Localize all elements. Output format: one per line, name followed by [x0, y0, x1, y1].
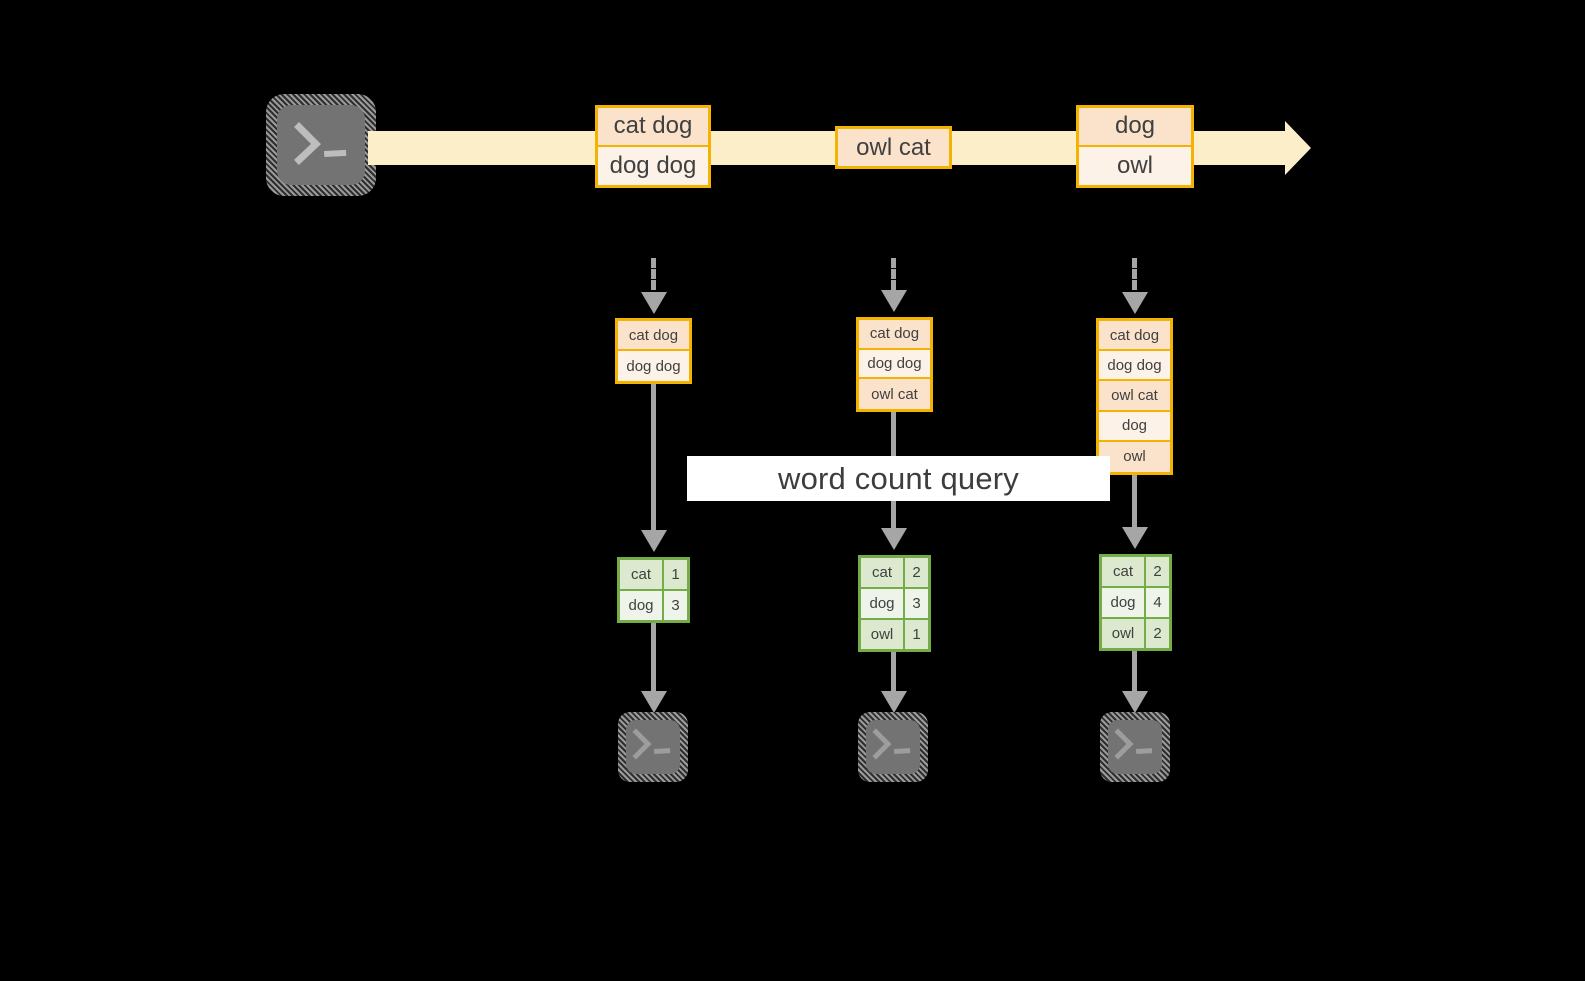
snapshot-3-sink-terminal-icon	[1100, 712, 1170, 782]
snapshot-1-sink-terminal-icon	[618, 712, 688, 782]
snapshot-1-sink-line	[651, 623, 656, 691]
result-word: cat	[861, 558, 905, 587]
terminal-face	[866, 720, 920, 774]
terminal-face	[277, 105, 365, 185]
record-line: cat dog	[598, 108, 708, 147]
result-word: owl	[861, 620, 905, 649]
snapshot-1-dashed-line	[651, 258, 656, 290]
table-row: cat 2	[1102, 557, 1169, 588]
table-row: cat 1	[620, 560, 687, 591]
snapshot-1-query-line	[651, 384, 656, 530]
snapshot-1-buffer: cat dog dog dog	[615, 318, 692, 384]
snapshot-2-buffer: cat dog dog dog owl cat	[856, 317, 933, 412]
snapshot-1-result-table: cat 1 dog 3	[617, 557, 690, 623]
record-line: owl cat	[838, 129, 949, 166]
snapshot-3-query-arrow-head	[1122, 527, 1148, 549]
snapshot-2-query-arrow-head	[881, 528, 907, 550]
buffer-line: owl	[1099, 441, 1170, 472]
result-count: 3	[664, 591, 687, 620]
result-word: cat	[1102, 557, 1146, 586]
buffer-line: dog dog	[618, 351, 689, 381]
terminal-prompt-glyph	[1100, 712, 1170, 782]
snapshot-2-result-table: cat 2 dog 3 owl 1	[858, 555, 931, 652]
snapshot-1-dashed-arrow-head	[641, 292, 667, 314]
snapshot-3-dashed-line	[1132, 258, 1137, 290]
result-count: 2	[1146, 557, 1169, 586]
query-label-text: word count query	[778, 460, 1019, 496]
terminal-prompt-glyph	[266, 94, 376, 196]
buffer-line: dog dog	[1099, 351, 1170, 382]
result-count: 3	[905, 589, 928, 618]
table-row: owl 2	[1102, 619, 1169, 648]
stream-record-1: cat dog dog dog	[595, 105, 711, 188]
table-row: owl 1	[861, 620, 928, 649]
snapshot-1-query-arrow-head	[641, 530, 667, 552]
snapshot-3-query-line	[1132, 475, 1137, 527]
snapshot-2-dashed-line	[891, 258, 896, 290]
result-count: 2	[905, 558, 928, 587]
record-line: owl	[1079, 146, 1191, 185]
stream-arrow-head	[1285, 121, 1311, 175]
result-count: 1	[664, 560, 687, 589]
buffer-line: cat dog	[618, 321, 689, 352]
terminal-prompt-glyph	[858, 712, 928, 782]
table-row: dog 3	[620, 591, 687, 620]
result-word: owl	[1102, 619, 1146, 648]
result-word: dog	[620, 591, 664, 620]
record-line: dog	[1079, 108, 1191, 147]
buffer-line: dog	[1099, 411, 1170, 442]
result-word: dog	[861, 589, 905, 618]
table-row: dog 3	[861, 589, 928, 620]
terminal-face	[626, 720, 680, 774]
snapshot-1-sink-arrow-head	[641, 691, 667, 713]
snapshot-2-sink-line	[891, 652, 896, 691]
buffer-line: owl cat	[1099, 381, 1170, 412]
terminal-face	[1108, 720, 1162, 774]
snapshot-2-dashed-arrow-head	[881, 290, 907, 312]
stream-record-2: owl cat	[835, 126, 952, 169]
result-word: dog	[1102, 588, 1146, 617]
snapshot-2-sink-arrow-head	[881, 691, 907, 713]
buffer-line: dog dog	[859, 349, 930, 380]
table-row: dog 4	[1102, 588, 1169, 619]
snapshot-3-sink-line	[1132, 651, 1137, 691]
snapshot-2-sink-terminal-icon	[858, 712, 928, 782]
record-line: dog dog	[598, 146, 708, 185]
snapshot-3-dashed-arrow-head	[1122, 292, 1148, 314]
buffer-line: cat dog	[859, 320, 930, 350]
buffer-line: owl cat	[859, 379, 930, 410]
snapshot-3-buffer: cat dog dog dog owl cat dog owl	[1096, 318, 1173, 475]
result-word: cat	[620, 560, 664, 589]
result-count: 4	[1146, 588, 1169, 617]
snapshot-3-sink-arrow-head	[1122, 691, 1148, 713]
snapshot-3-result-table: cat 2 dog 4 owl 2	[1099, 554, 1172, 651]
stream-record-3: dog owl	[1076, 105, 1194, 188]
table-row: cat 2	[861, 558, 928, 589]
terminal-prompt-glyph	[618, 712, 688, 782]
result-count: 2	[1146, 619, 1169, 648]
query-label: word count query	[687, 456, 1110, 501]
source-terminal-icon	[266, 94, 376, 196]
buffer-line: cat dog	[1099, 321, 1170, 352]
result-count: 1	[905, 620, 928, 649]
